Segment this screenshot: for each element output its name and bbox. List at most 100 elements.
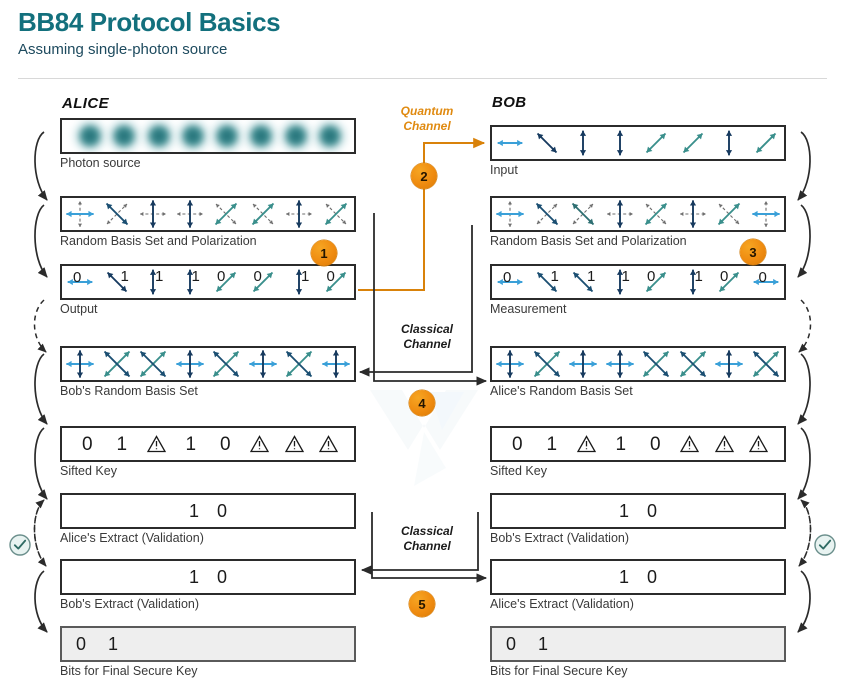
warning-icon	[243, 428, 278, 460]
step-badge-5[interactable]: 5	[409, 591, 435, 617]
alice-random-basis-caption: Random Basis Set and Polarization	[60, 234, 257, 248]
qubit-cell: 1	[172, 266, 209, 298]
alices-random-basis-on-bob-box[interactable]	[490, 346, 786, 382]
qubit-cell	[62, 348, 99, 380]
qubit-cell	[208, 348, 245, 380]
bob-sifted-key-caption: Sifted Key	[490, 464, 547, 478]
qubit-cell	[492, 348, 529, 380]
key-bit: 0	[649, 433, 661, 455]
bit-value: 0	[647, 268, 656, 285]
alice-extract-validation-caption: Alice's Extract (Validation)	[60, 531, 204, 545]
qubit-cell	[172, 198, 209, 230]
page-subtitle: Assuming single-photon source	[18, 40, 228, 58]
qubit-cell: 0	[318, 266, 355, 298]
qubit-cell: 0	[748, 266, 785, 298]
bobs-random-basis-on-alice-caption: Bob's Random Basis Set	[60, 384, 198, 398]
row-bob-input: Input	[490, 125, 786, 177]
photon-dot	[207, 120, 248, 152]
qubit-cell	[529, 198, 566, 230]
bit-value: 0	[326, 268, 335, 285]
step-badge-4[interactable]: 4	[409, 390, 435, 416]
key-bit: 1	[116, 433, 128, 455]
bob-measurement-caption: Measurement	[490, 302, 567, 316]
step-badge-3[interactable]: 3	[740, 239, 766, 265]
bit-value: 0	[73, 269, 82, 286]
qubit-cell	[711, 127, 748, 159]
qubit-cell	[565, 198, 602, 230]
bob-random-basis-caption: Random Basis Set and Polarization	[490, 234, 687, 248]
bob-final-key-caption: Bits for Final Secure Key	[490, 664, 628, 678]
qubit-cell: 1	[281, 266, 318, 298]
key-bit: 0	[217, 500, 228, 521]
alices-extract-validation-on-bob-caption: Alice's Extract (Validation)	[490, 597, 634, 611]
photon-dot	[310, 120, 350, 152]
qubit-cell: 1	[529, 266, 566, 298]
warning-icon	[277, 428, 312, 460]
bit-value: 1	[155, 268, 164, 285]
qubit-cell	[318, 348, 355, 380]
bit-value: 1	[120, 268, 129, 285]
key-bit: 0	[647, 500, 658, 521]
qubit-cell	[675, 348, 712, 380]
qubit-cell	[281, 198, 318, 230]
qubit-cell	[675, 127, 712, 159]
qubit-cell	[565, 348, 602, 380]
photon-source-box[interactable]	[60, 118, 356, 154]
qubit-cell: 1	[602, 266, 639, 298]
bob-input-caption: Input	[490, 163, 518, 177]
alice-random-basis-box[interactable]	[60, 196, 356, 232]
key-bit: 0	[81, 433, 93, 455]
qubit-cell: 1	[135, 266, 172, 298]
photon-dot	[104, 120, 145, 152]
step-badge-1[interactable]: 1	[311, 240, 337, 266]
cell-container	[492, 127, 784, 159]
row-bob-random-basis: Random Basis Set and Polarization	[490, 196, 786, 248]
page-header: BB84 Protocol Basics Assuming single-pho…	[18, 7, 827, 59]
qubit-cell	[748, 348, 785, 380]
warning-icon	[707, 428, 742, 460]
qubit-cell	[172, 348, 209, 380]
column-heading-bob: BOB	[492, 94, 527, 111]
bob-random-basis-box[interactable]	[490, 196, 786, 232]
key-bit: 1	[185, 433, 197, 455]
qubit-cell: 0	[208, 266, 245, 298]
key-bit: 1	[615, 433, 627, 455]
step-badge-2[interactable]: 2	[411, 163, 437, 189]
qubit-cell	[748, 127, 785, 159]
bobs-random-basis-on-alice-box[interactable]	[60, 346, 356, 382]
key-bit: 1	[108, 633, 119, 654]
qubit-cell	[711, 348, 748, 380]
key-bit: 1	[188, 566, 199, 587]
header-divider	[18, 78, 827, 79]
alice-sifted-key-caption: Sifted Key	[60, 464, 117, 478]
photon-strip	[62, 120, 354, 152]
qubit-cell	[529, 348, 566, 380]
bit-value: 0	[720, 268, 729, 285]
key-bit: 0	[511, 433, 523, 455]
cell-container	[492, 198, 784, 230]
photon-dot	[138, 120, 179, 152]
alices-random-basis-on-bob-caption: Alice's Random Basis Set	[490, 384, 633, 398]
key-bit: 0	[647, 566, 658, 587]
qubit-cell	[135, 348, 172, 380]
bob-input-box[interactable]	[490, 125, 786, 161]
warning-icon	[569, 428, 604, 460]
